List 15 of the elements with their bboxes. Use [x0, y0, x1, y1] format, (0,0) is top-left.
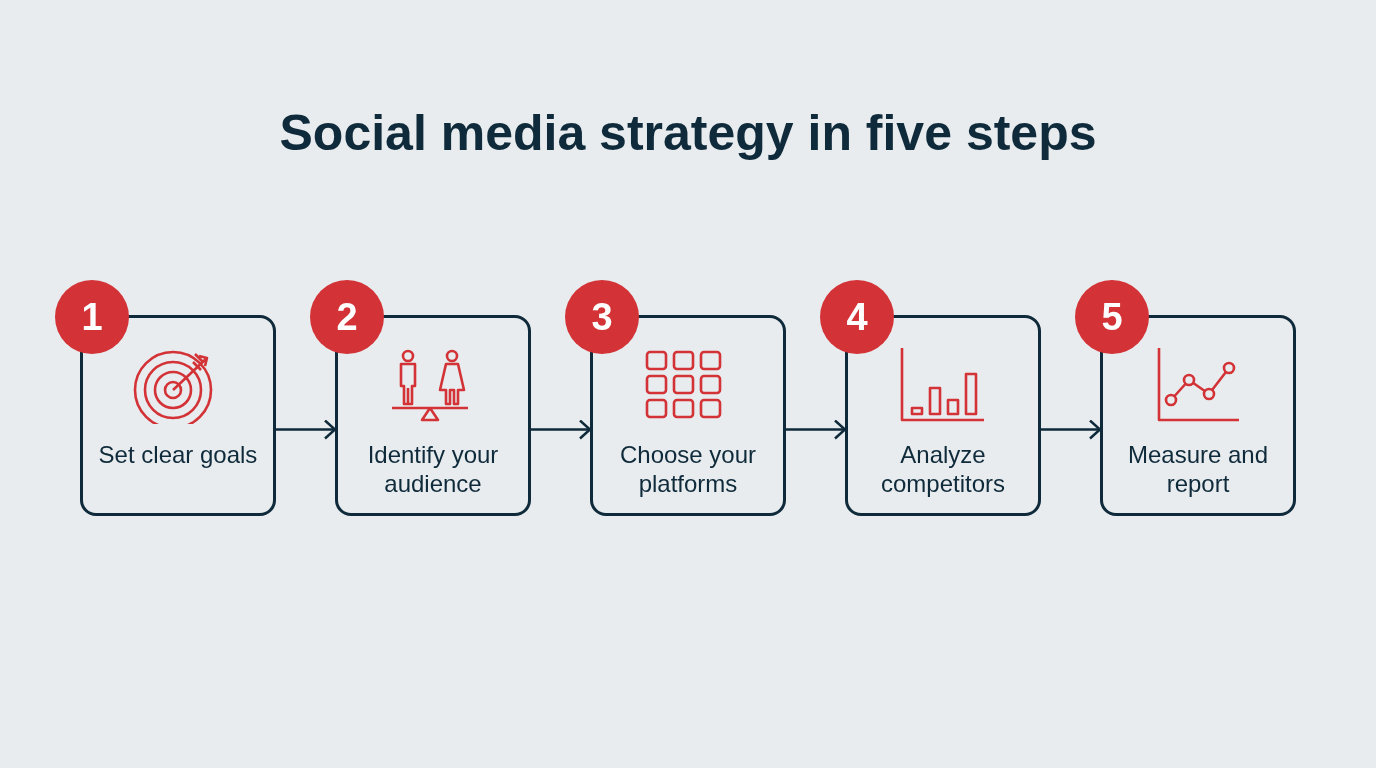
- step-label: Choose your platforms: [618, 440, 758, 498]
- step-number: 4: [820, 280, 894, 354]
- step-label: Measure and report: [1126, 440, 1270, 498]
- arrow: [276, 419, 337, 440]
- step-number: 2: [310, 280, 384, 354]
- step-label: Identify your audience: [366, 440, 500, 498]
- arrow: [1041, 419, 1102, 440]
- step-number: 1: [55, 280, 129, 354]
- arrow: [786, 419, 847, 440]
- step-label: Set clear goals: [97, 440, 259, 469]
- title: Social media strategy in five steps: [278, 104, 1098, 162]
- step-label: Analyze competitors: [879, 440, 1006, 498]
- step-number: 3: [565, 280, 639, 354]
- arrow: [531, 419, 592, 440]
- step-number: 5: [1075, 280, 1149, 354]
